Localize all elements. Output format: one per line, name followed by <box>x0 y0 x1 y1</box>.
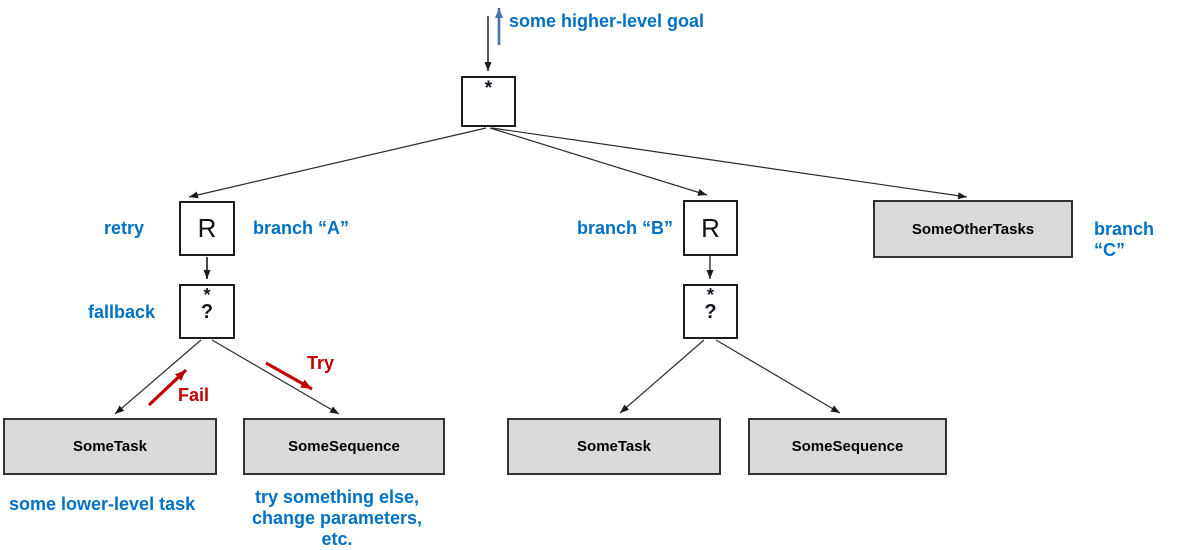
task-label: SomeTask <box>577 438 651 455</box>
branch-c-label: branch “C” <box>1094 219 1155 260</box>
retry-node-a: R <box>179 201 235 256</box>
lower-task-label: some lower-level task <box>9 494 196 514</box>
root-sequence-node: * <box>461 76 516 127</box>
edge-root-to-branch-b <box>489 127 708 196</box>
fail-label: Fail <box>178 385 210 405</box>
task-node-somesequence-b: SomeSequence <box>748 418 947 475</box>
task-label: SomeOtherTasks <box>911 220 1035 238</box>
try-arrow-icon <box>265 361 313 391</box>
memory-star-symbol: * <box>484 78 493 99</box>
fallback-node-a: * ? <box>179 284 235 339</box>
task-node-somesequence-a: SomeSequence <box>243 418 445 475</box>
fallback-node-b: * ? <box>683 284 738 339</box>
memory-star-symbol: * <box>706 285 714 305</box>
task-label: SomeSequence <box>791 438 904 455</box>
retry-symbol: R <box>701 212 720 243</box>
task-label: SomeSequence <box>288 438 400 455</box>
edge-fallback-b-to-sometask <box>619 339 705 414</box>
higher-goal-label: some higher-level goal <box>509 11 705 31</box>
edge-root-to-branch-c <box>491 127 968 200</box>
fallback-question-symbol: ? <box>200 301 214 323</box>
task-node-sometask-b: SomeTask <box>507 418 721 475</box>
task-node-someothertasks: SomeOtherTasks <box>873 200 1073 258</box>
task-label: SomeTask <box>73 438 147 455</box>
edge-fallback-a-to-somesequence <box>211 339 340 415</box>
task-node-sometask-a: SomeTask <box>3 418 217 475</box>
edge-fallback-b-to-somesequence <box>715 339 841 414</box>
retry-symbol: R <box>197 213 217 243</box>
fallback-label: fallback <box>88 302 156 322</box>
edge-root-to-branch-a <box>188 127 487 199</box>
branch-b-label: branch “B” <box>577 218 674 238</box>
retry-node-b: R <box>683 200 738 256</box>
branch-a-label: branch “A” <box>253 218 350 238</box>
fallback-question-symbol: ? <box>704 301 717 323</box>
try-else-label: try something else, change parameters, e… <box>251 487 423 549</box>
memory-star-symbol: * <box>203 285 211 305</box>
retry-label: retry <box>104 218 145 238</box>
try-label: Try <box>307 353 335 373</box>
